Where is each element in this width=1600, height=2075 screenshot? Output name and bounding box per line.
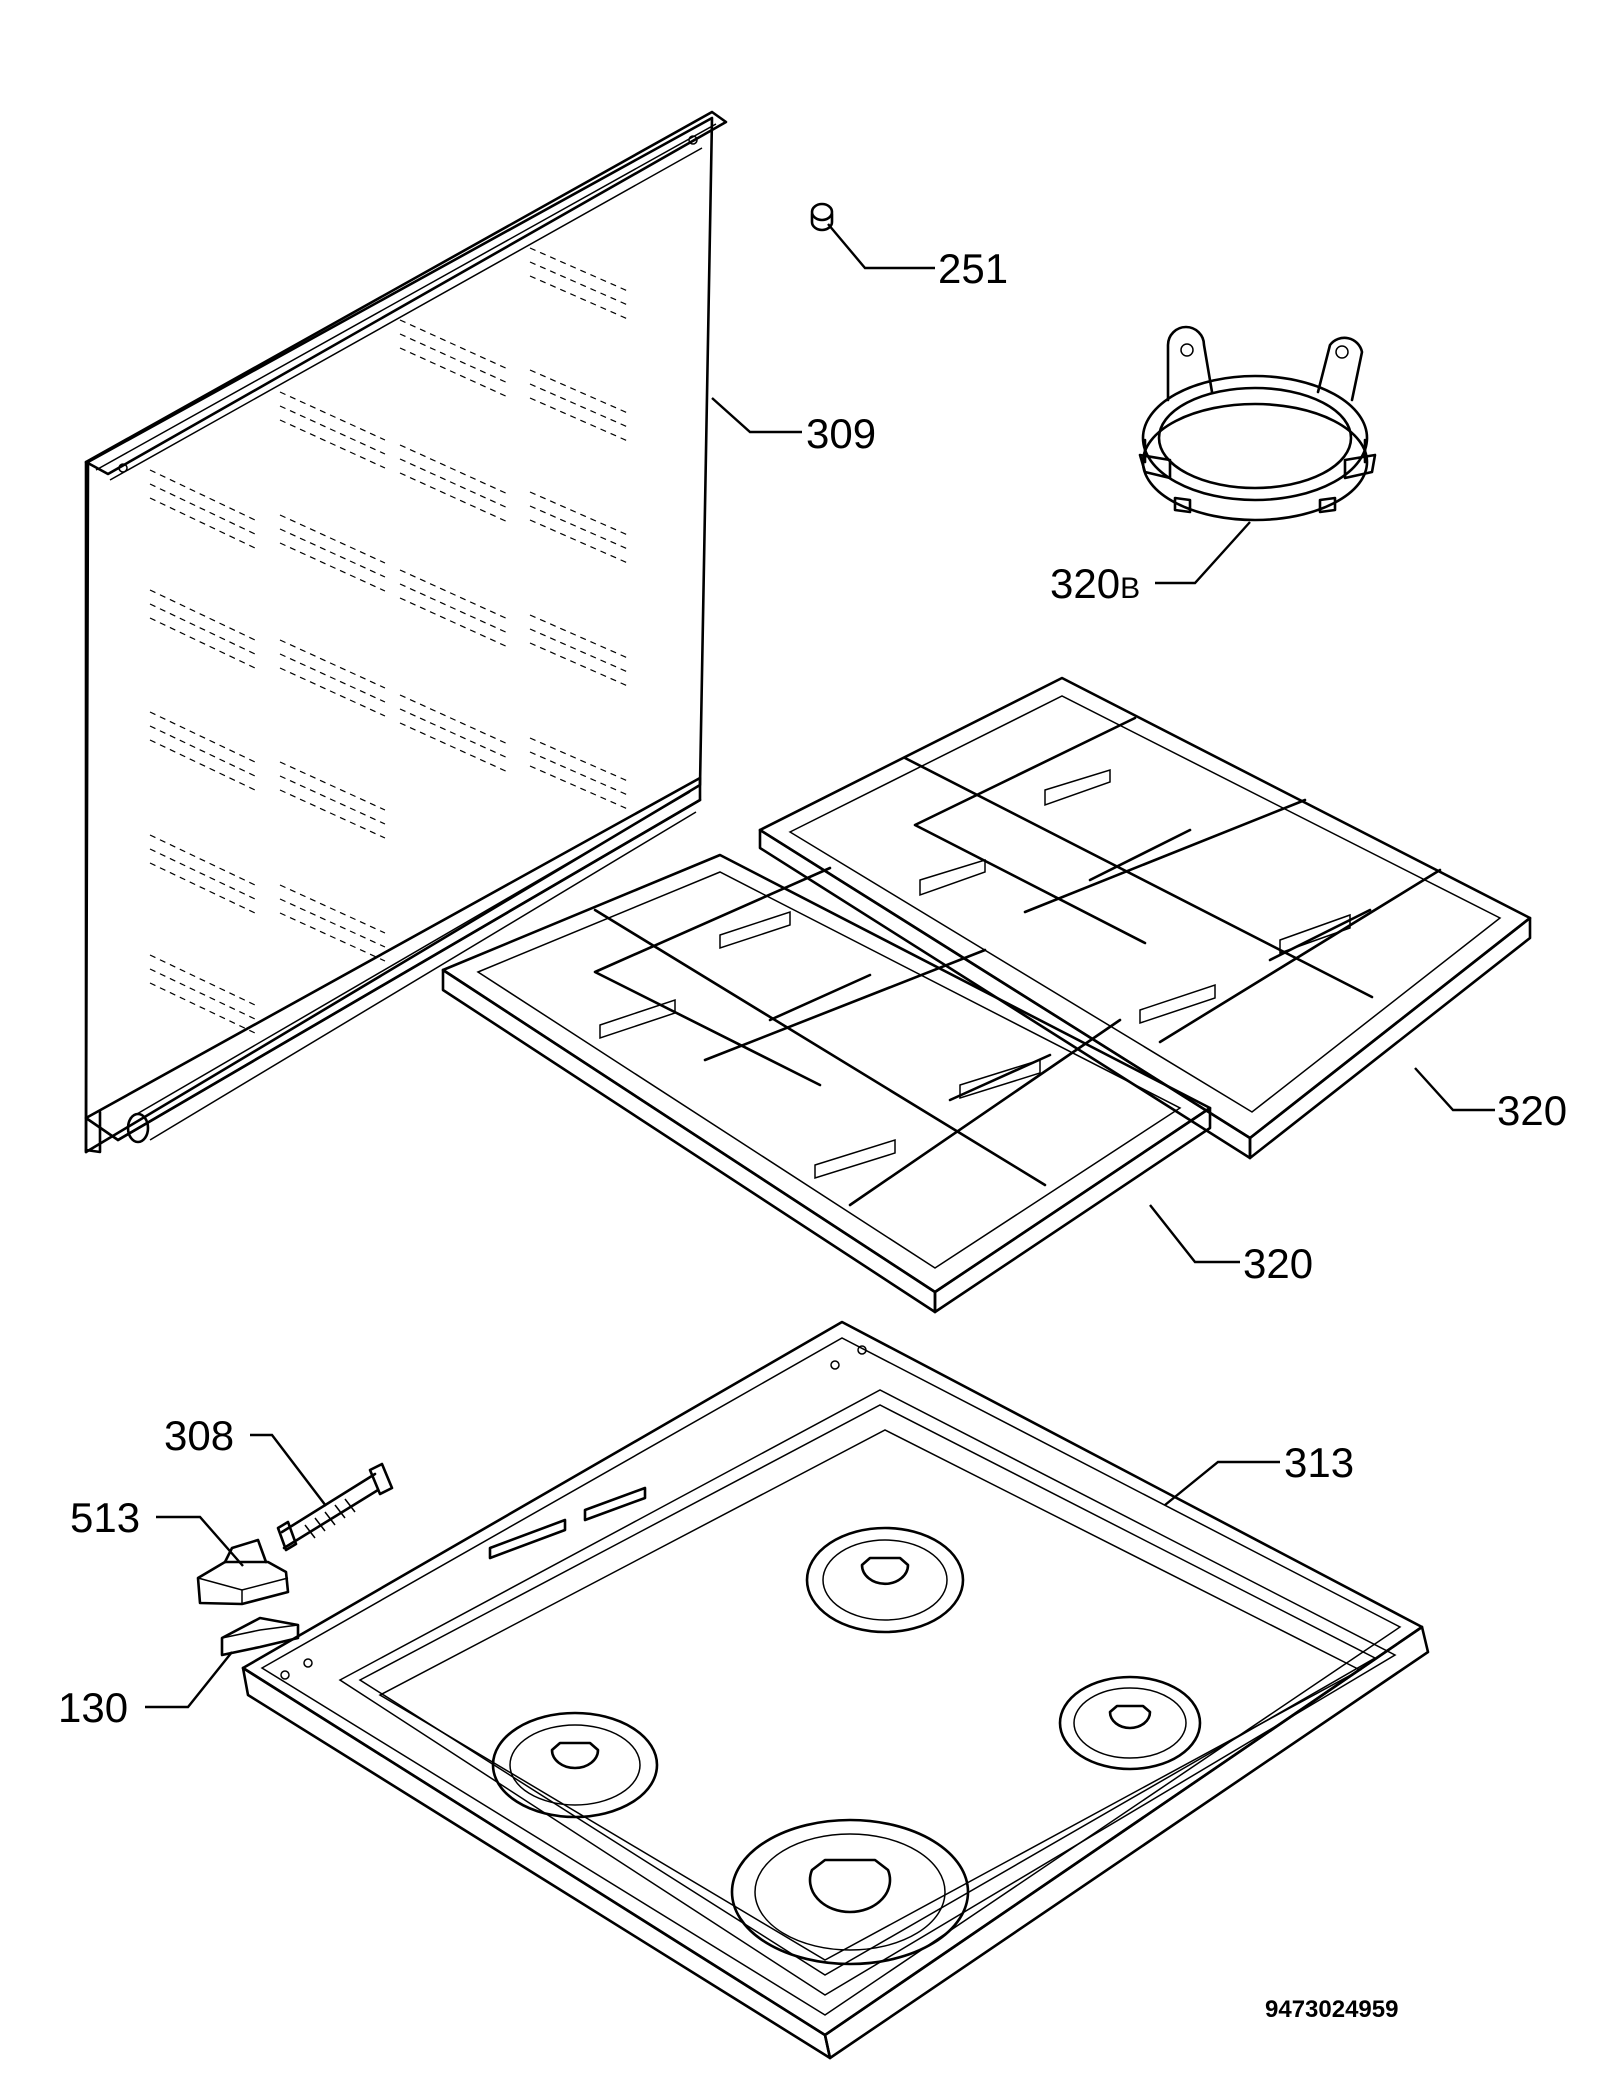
part-320-upper-grid	[758, 676, 1532, 1160]
callout-320-upper: 320	[1497, 1087, 1567, 1134]
panel-pattern	[149, 247, 631, 1034]
part-308-spring-spigot	[276, 1462, 394, 1552]
part-309-back-panel	[84, 110, 728, 1154]
part-320-lower-grid	[441, 853, 1212, 1314]
leader-130	[145, 1651, 233, 1709]
leader-lines	[145, 223, 1495, 1709]
part-251-plug	[810, 202, 834, 232]
callout-251: 251	[938, 245, 1008, 292]
callout-308: 308	[164, 1412, 234, 1459]
callout-320-lower: 320	[1243, 1240, 1313, 1287]
part-130-clip	[220, 1616, 300, 1657]
leader-309	[711, 397, 802, 434]
leader-308	[250, 1433, 327, 1507]
document-number: 9473024959	[1265, 1996, 1398, 2023]
part-513-bracket	[196, 1538, 290, 1606]
leader-313	[1164, 1460, 1280, 1506]
part-320b-wok-ring	[1138, 325, 1377, 522]
leader-320-upper	[1414, 1067, 1495, 1112]
part-313-hob-top	[241, 1320, 1430, 2060]
callout-labels: 251 309 320B 320 320 313 308 513 130 947…	[58, 245, 1567, 2023]
leader-320-lower	[1149, 1204, 1240, 1264]
callout-309: 309	[806, 410, 876, 457]
leader-320b	[1155, 521, 1251, 585]
leader-251	[827, 223, 935, 270]
callout-513: 513	[70, 1494, 140, 1541]
callout-320b: 320B	[1050, 560, 1140, 607]
callout-313: 313	[1284, 1439, 1354, 1486]
leader-513	[156, 1515, 244, 1567]
callout-130: 130	[58, 1684, 128, 1731]
